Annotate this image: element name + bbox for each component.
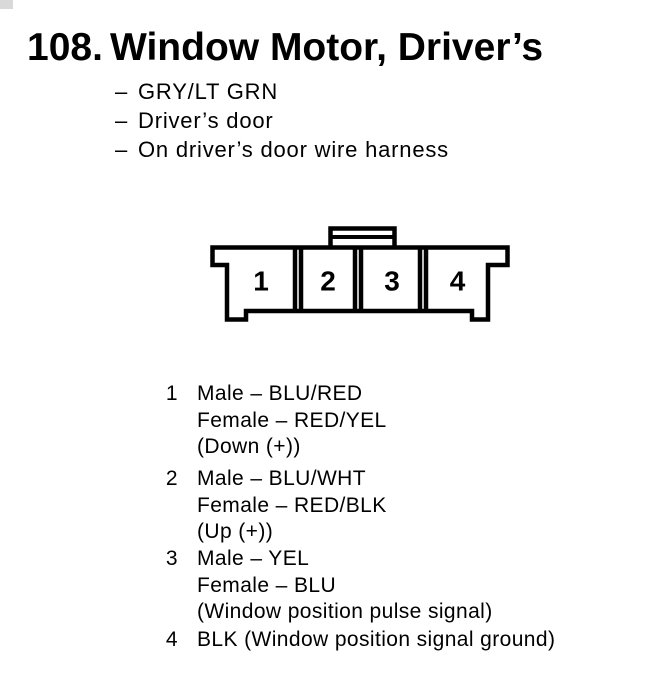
bullet-dash: – <box>115 79 129 104</box>
pin-number: 2 <box>320 266 336 297</box>
wire-line: Female – BLU <box>197 573 337 597</box>
page-title: 108. Window Motor, Driver’s <box>27 26 543 71</box>
pin-label: 3 <box>165 547 178 570</box>
bullet-dash: – <box>115 108 129 133</box>
pin-description: 4 BLK (Window position signal ground) <box>163 627 555 654</box>
pin-label: 2 <box>165 467 178 490</box>
pin-wire-info: Male – BLU/WHT Female – RED/BLK (Up (+)) <box>197 466 387 546</box>
pin-description: 2 Male – BLU/WHT Female – RED/BLK (Up (+… <box>163 466 387 546</box>
pin-label: 4 <box>165 628 178 651</box>
wire-line: (Window position pulse signal) <box>197 600 493 623</box>
note-item: – GRY/LT GRN <box>115 77 449 106</box>
pin-description: 1 Male – BLU/RED Female – RED/YEL (Down … <box>163 381 387 461</box>
pin-wire-info: Male – BLU/RED Female – RED/YEL (Down (+… <box>197 381 387 461</box>
note-text: On driver’s door wire harness <box>138 137 449 162</box>
title-text: Window Motor, Driver’s <box>110 26 544 69</box>
wire-line: Female – RED/BLK <box>197 493 387 517</box>
wire-line: (Down (+)) <box>197 435 301 458</box>
wire-line: Male – BLU/RED <box>197 382 363 405</box>
pin-number: 3 <box>384 266 400 297</box>
item-number: 108. <box>27 26 103 69</box>
pin-label: 1 <box>165 382 178 405</box>
note-text: GRY/LT GRN <box>138 79 279 104</box>
pin-wire-info: BLK (Window position signal ground) <box>197 627 555 654</box>
pin-wire-info: Male – YEL Female – BLU (Window position… <box>197 546 493 626</box>
note-item: – On driver’s door wire harness <box>115 135 449 164</box>
note-item: – Driver’s door <box>115 106 449 135</box>
pin-number: 1 <box>253 266 269 297</box>
bullet-dash: – <box>115 137 129 162</box>
wire-line: Male – BLU/WHT <box>197 467 366 490</box>
wire-line: Female – RED/YEL <box>197 408 387 432</box>
note-text: Driver’s door <box>138 108 274 133</box>
wire-line: Male – YEL <box>197 547 310 570</box>
pin-description: 3 Male – YEL Female – BLU (Window positi… <box>163 546 493 626</box>
pin-number: 4 <box>450 266 466 297</box>
scan-edge-artifact <box>0 0 13 9</box>
wire-line: BLK (Window position signal ground) <box>197 628 556 651</box>
connector-diagram: 1 2 3 4 <box>210 226 510 322</box>
notes-list: – GRY/LT GRN – Driver’s door – On driver… <box>115 77 449 164</box>
wire-line: (Up (+)) <box>197 520 274 543</box>
